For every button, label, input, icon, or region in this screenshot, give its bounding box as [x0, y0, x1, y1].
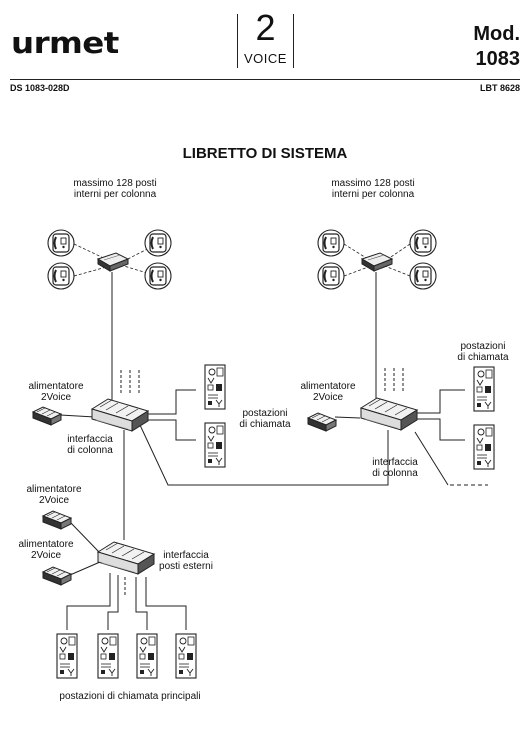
call-panel-icon	[97, 633, 119, 679]
intercom-icon	[318, 230, 344, 256]
logo-word: VOICE	[244, 51, 287, 66]
column-interface-right-label: interfaccia di colonna	[360, 457, 430, 479]
psu-icon	[42, 510, 72, 530]
wiring	[59, 272, 488, 630]
call-panel-icon	[56, 633, 78, 679]
label-line: interfaccia	[372, 457, 418, 468]
label-line: alimentatore	[300, 381, 356, 392]
psu-icon	[307, 412, 337, 432]
label-line: 2Voice	[312, 392, 344, 403]
call-panel-icon	[204, 364, 226, 410]
label-line: postazioni	[460, 341, 506, 352]
psu-icon	[32, 406, 62, 426]
header-divider	[10, 79, 520, 80]
max-posts-right-label: massimo 128 posti interni per colonna	[318, 178, 428, 200]
urmet-logo: urmet	[11, 26, 119, 60]
intercom-icon	[48, 230, 74, 256]
distributor-icon	[361, 252, 393, 272]
call-panel-icon	[204, 422, 226, 468]
doc-code: DS 1083-028D	[10, 83, 70, 93]
logo-number: 2	[255, 7, 276, 48]
call-panel-icon	[175, 633, 197, 679]
external-interface-label: interfaccia posti esterni	[150, 550, 222, 572]
label-line: di colonna	[67, 445, 113, 456]
2voice-logo: 2 VOICE	[237, 8, 294, 68]
intercom-icon	[318, 263, 344, 289]
label-line: interni per colonna	[73, 189, 157, 200]
label-line: 2Voice	[40, 392, 72, 403]
label-line: interni per colonna	[331, 189, 415, 200]
label-line: di chiamata	[457, 352, 509, 363]
call-panel-icon	[473, 424, 495, 470]
column-interface-right-icon	[360, 397, 418, 431]
lbt-code: LBT 8628	[479, 83, 520, 93]
label-line: postazioni	[242, 408, 288, 419]
column-interface-left-label: interfaccia di colonna	[55, 434, 125, 456]
intercom-icon	[48, 263, 74, 289]
intercom-icon	[410, 230, 436, 256]
label-line: di chiamata	[239, 419, 291, 430]
intercom-icon	[410, 263, 436, 289]
label-line: alimentatore	[28, 381, 84, 392]
model-label: Mod.	[473, 23, 520, 45]
label-line: 2Voice	[30, 550, 62, 561]
psu-right-label: alimentatore 2Voice	[292, 381, 364, 403]
label-line: alimentatore	[26, 484, 82, 495]
psu-icon	[42, 566, 72, 586]
psu-lower-1-label: alimentatore 2Voice	[18, 484, 90, 506]
intercom-icon	[145, 263, 171, 289]
label-line: interfaccia	[67, 434, 113, 445]
label-line: interfaccia	[163, 550, 209, 561]
max-posts-left-label: massimo 128 posti interni per colonna	[60, 178, 170, 200]
column-interface-left-icon	[91, 398, 149, 432]
call-panel-icon	[136, 633, 158, 679]
label-line: massimo 128 posti	[331, 178, 415, 189]
model-block: Mod. 1083	[473, 22, 520, 72]
model-number: 1083	[475, 48, 521, 70]
external-interface-icon	[97, 541, 155, 575]
call-stations-left-label: postazioni di chiamata	[230, 408, 300, 430]
psu-lower-2-label: alimentatore 2Voice	[10, 539, 82, 561]
label-line: di colonna	[372, 468, 418, 479]
page-title: LIBRETTO DI SISTEMA	[182, 145, 348, 162]
call-panel-icon	[473, 366, 495, 412]
intercom-icon	[145, 230, 171, 256]
label-line: massimo 128 posti	[73, 178, 157, 189]
label-line: 2Voice	[38, 495, 70, 506]
label-line: posti esterni	[159, 561, 213, 572]
distributor-icon	[97, 252, 129, 272]
main-call-stations-label: postazioni di chiamata principali	[59, 691, 201, 702]
label-line: alimentatore	[18, 539, 74, 550]
psu-left-label: alimentatore 2Voice	[20, 381, 92, 403]
call-stations-right-label: postazioni di chiamata	[448, 341, 518, 363]
